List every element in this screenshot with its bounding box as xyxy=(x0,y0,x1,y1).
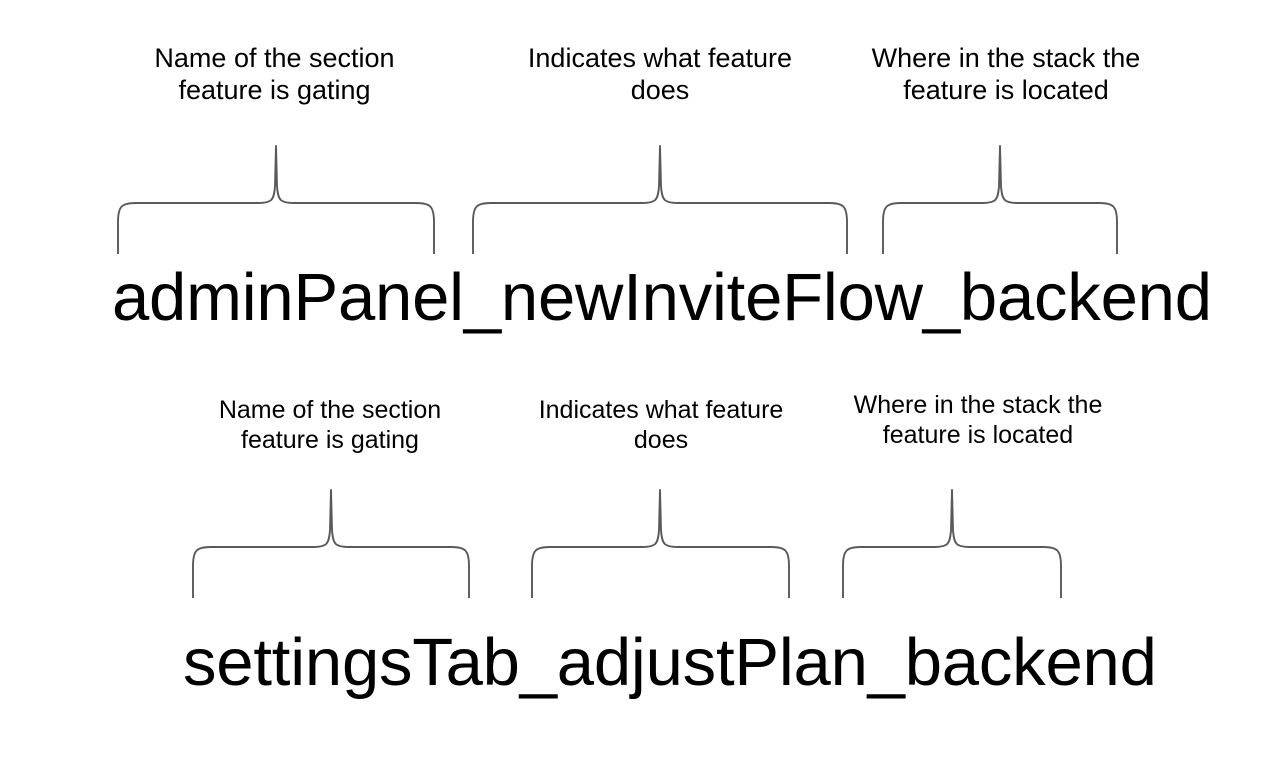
brace-section-2 xyxy=(191,490,471,598)
brace-behavior-2 xyxy=(530,490,791,598)
brace-layer-2 xyxy=(841,490,1063,598)
flag-name-2: settingsTab_adjustPlan_backend xyxy=(183,625,1157,700)
annotation-behavior-1: Indicates what feature does xyxy=(527,43,793,105)
brace-layer-1 xyxy=(881,146,1119,254)
annotation-layer-1: Where in the stack the feature is locate… xyxy=(871,43,1141,105)
brace-section-1 xyxy=(116,146,436,254)
annotation-section-2: Name of the section feature is gating xyxy=(218,396,442,454)
annotation-section-1: Name of the section feature is gating xyxy=(154,43,395,105)
annotation-behavior-2: Indicates what feature does xyxy=(538,396,784,454)
annotation-layer-2: Where in the stack the feature is locate… xyxy=(853,391,1103,449)
brace-behavior-1 xyxy=(471,146,849,254)
flag-name-1: adminPanel_newInviteFlow_backend xyxy=(112,260,1212,335)
